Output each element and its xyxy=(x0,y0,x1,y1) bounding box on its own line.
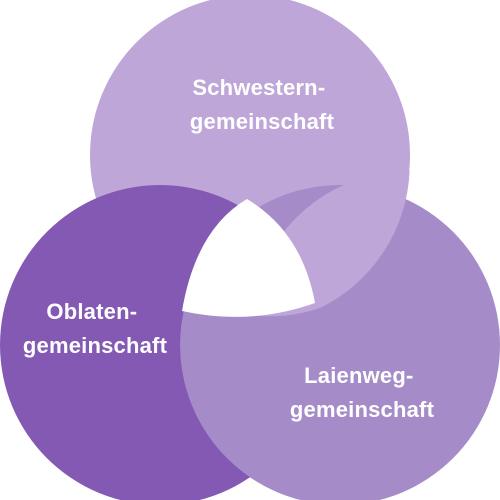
label-laienweg-line2: gemeinschaft xyxy=(290,397,435,422)
label-schwestern: Schwestern- gemeinschaft xyxy=(190,75,335,134)
label-schwestern-line1: Schwestern- xyxy=(192,75,325,100)
label-schwestern-line2: gemeinschaft xyxy=(190,109,335,134)
label-laienweg: Laienweg- gemeinschaft xyxy=(290,363,435,422)
label-oblaten-line1: Oblaten- xyxy=(46,299,137,324)
label-laienweg-line1: Laienweg- xyxy=(304,363,413,388)
center-gap xyxy=(182,199,315,317)
label-oblaten: Oblaten- gemeinschaft xyxy=(23,299,168,358)
label-oblaten-line2: gemeinschaft xyxy=(23,333,168,358)
